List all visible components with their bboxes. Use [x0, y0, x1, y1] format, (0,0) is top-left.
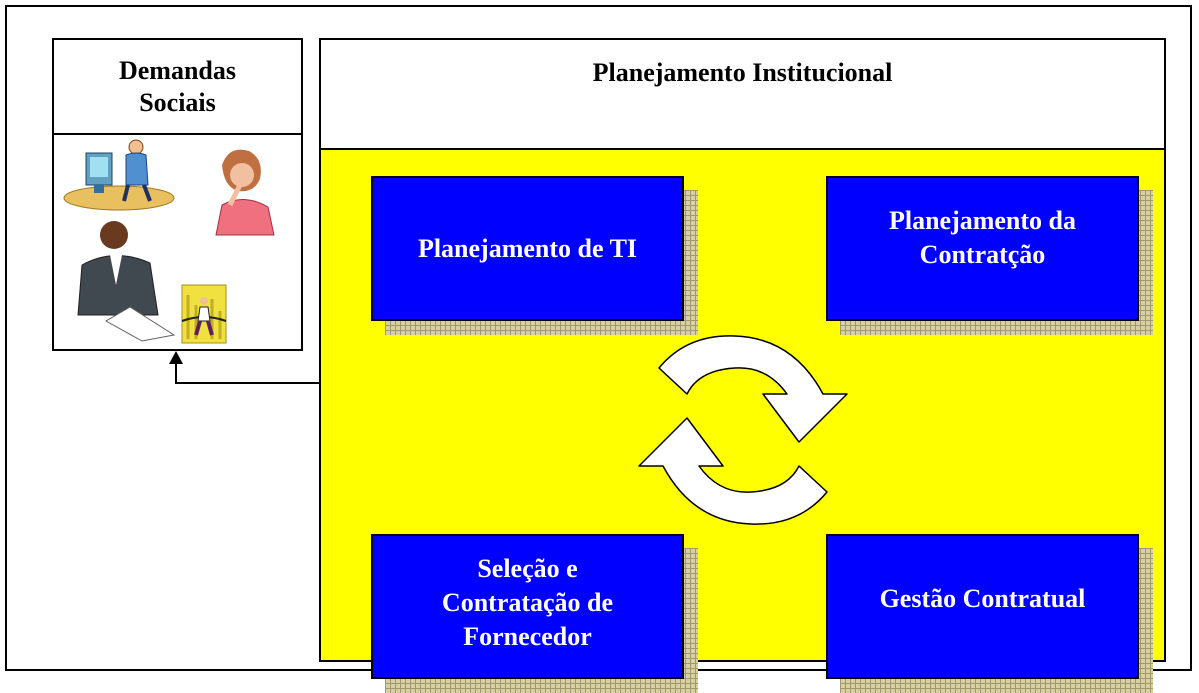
box-planejamento-ti: Planejamento de TI [371, 176, 698, 335]
arrow-up-icon [169, 351, 320, 384]
box-label-line2: Contratação de [441, 588, 614, 617]
yellow-area: Planejamento de TI Planejamento da Contr… [321, 148, 1164, 693]
box-label-line3: Fornecedor [463, 622, 592, 651]
box-planejamento-contratacao: Planejamento da Contratção [826, 176, 1153, 335]
box-label-line2: Contratção [919, 240, 1046, 269]
cycle-arrows-icon [638, 335, 848, 525]
planejamento-title: Planejamento Institucional [592, 58, 893, 87]
box-gestao-contratual: Gestão Contratual [826, 534, 1153, 693]
demandas-sociais-box: Demandas Sociais [52, 38, 303, 351]
demandas-title-line1: Demandas [118, 55, 236, 85]
box-label-line1: Planejamento da [888, 206, 1077, 235]
planejamento-institucional-box: Planejamento Institucional Planejamento … [319, 38, 1166, 693]
box-label: Planejamento de TI [417, 233, 638, 263]
box-label-line1: Seleção e [477, 554, 578, 583]
demandas-title-line2: Sociais [139, 87, 216, 117]
box-label: Gestão Contratual [879, 584, 1086, 613]
people-clipart-icon [63, 139, 275, 344]
box-selecao-contratacao: Seleção e Contratação de Fornecedor [371, 534, 698, 693]
demandas-sociais-title: Demandas Sociais [54, 40, 301, 135]
